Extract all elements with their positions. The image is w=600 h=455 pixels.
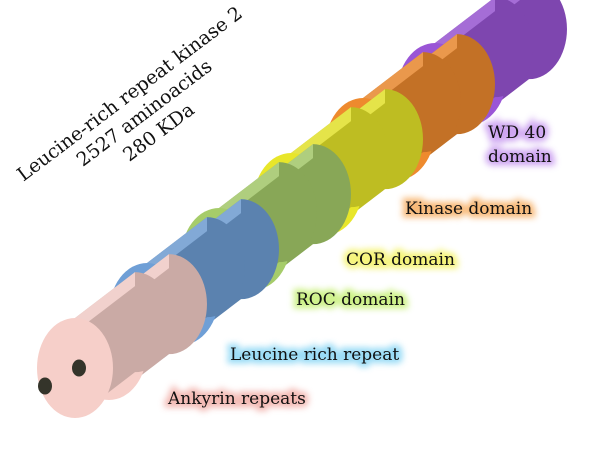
domain-label-text: Ankyrin repeats [167,389,306,409]
label-glow: domain [488,147,552,167]
protein-title: Leucine-rich repeat kinase 2 2527 aminoa… [13,2,247,186]
label-glow: Leucine rich repeat [230,345,399,365]
domain-label-text: WD 40 [488,123,546,143]
label-glow: COR domain [346,250,455,270]
domain-label-text: Leucine rich repeat [230,345,399,365]
domain-label-text: ROC domain [296,290,405,310]
domain-label-text: domain [488,147,552,167]
domain-cylinders [37,0,567,418]
label-glow: WD 40 [488,123,546,143]
rod-start-back [72,359,86,377]
cylinder-ankyrin-front [37,272,173,418]
domain-label-text: Kinase domain [405,199,532,219]
label-glow: Ankyrin repeats [167,389,306,409]
rod-start-front [38,377,52,395]
label-glow: ROC domain [296,290,405,310]
label-glow: Kinase domain [405,199,532,219]
domain-label-text: COR domain [346,250,455,270]
